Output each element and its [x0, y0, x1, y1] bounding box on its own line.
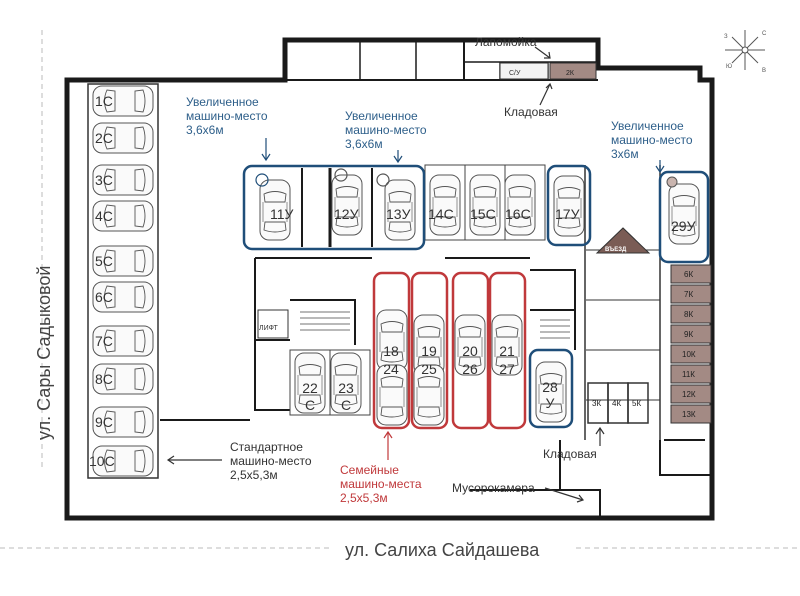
spot-23-type: С — [341, 397, 351, 413]
compass-e: В — [762, 68, 766, 74]
legend-enlarged-3-line2: машино-место — [611, 133, 693, 147]
spot-29u: 29У — [671, 218, 696, 234]
legend-enlarged-1-line1: Увеличенное — [186, 95, 259, 109]
spot-23-num: 23 — [338, 380, 354, 396]
spot-26: 26 — [462, 361, 478, 377]
compass-icon — [725, 30, 765, 70]
spot-19: 19 — [421, 343, 437, 359]
wheelchair-icon — [255, 173, 269, 187]
storage-4k: 4К — [612, 399, 621, 408]
entry-arrow — [595, 227, 651, 254]
kladovaya-top-label: Кладовая — [504, 105, 558, 119]
compass-n: С — [762, 31, 767, 37]
storage-12k: 12К — [682, 390, 696, 399]
spot-24: 24 — [383, 361, 399, 377]
left-parking-column — [87, 83, 159, 479]
enlarged-frame-11-13 — [242, 164, 426, 251]
outer-walls — [64, 37, 715, 521]
spot-7c: 7С — [95, 333, 113, 349]
legend-enlarged-1-line3: 3,6х6м — [186, 123, 224, 137]
enlarged-frame-29 — [658, 170, 710, 264]
lift-shaft — [257, 309, 289, 339]
spot-28-type: У — [546, 395, 555, 411]
spot-27: 27 — [499, 361, 515, 377]
storage-13k: 13К — [682, 410, 696, 419]
spot-2c: 2С — [95, 130, 113, 146]
storage-9k: 9К — [684, 330, 693, 339]
su-room — [499, 62, 549, 80]
legend-enlarged-2-line3: 3,6х6м — [345, 137, 383, 151]
spot-4c: 4С — [95, 208, 113, 224]
legend-enlarged-1-line2: машино-место — [186, 109, 268, 123]
family-frame-21-27 — [488, 271, 527, 430]
inner-walls — [160, 257, 712, 518]
spot-5c: 5С — [95, 253, 113, 269]
storage-right-column — [670, 264, 712, 424]
spot-6c: 6С — [95, 289, 113, 305]
wheelchair-icon — [666, 176, 678, 188]
storage-2k-label: 2К — [566, 70, 575, 77]
spot-15c: 15С — [470, 206, 496, 222]
storage-6k: 6К — [684, 270, 693, 279]
legend-enlarged-2-line1: Увеличенное — [345, 109, 418, 123]
family-frame-18-24 — [372, 271, 411, 430]
storage-10k: 10К — [682, 350, 696, 359]
stairs — [300, 311, 570, 339]
lift-label: ЛИФТ — [259, 325, 279, 332]
musorokamera-label: Мусорокамера — [452, 481, 535, 495]
legend-enlarged-3-line1: Увеличенное — [611, 119, 684, 133]
legend-standard-line3: 2,5х5,3м — [230, 468, 278, 482]
legend-family-line1: Семейные — [340, 463, 399, 477]
compass-s: Ю — [726, 64, 732, 70]
storage-8k: 8К — [684, 310, 693, 319]
legend-standard-line2: машино-место — [230, 454, 312, 468]
spot-1c: 1С — [95, 93, 113, 109]
spot-3c: 3С — [95, 172, 113, 188]
su-label: С/У — [509, 70, 521, 77]
spot-14c: 14С — [428, 206, 454, 222]
spot-17u: 17У — [555, 206, 580, 222]
spot-18: 18 — [383, 343, 399, 359]
street-bottom: ул. Салиха Сайдашева — [345, 540, 540, 560]
family-frame-19-25 — [410, 271, 449, 430]
spot-12u: 12У — [334, 206, 359, 222]
kladovaya-bottom-label: Кладовая — [543, 447, 597, 461]
storage-5k: 5К — [632, 399, 641, 408]
wheelchair-icon — [376, 173, 390, 187]
spot-28-num: 28 — [542, 379, 558, 395]
spot-22-num: 22 — [302, 380, 318, 396]
street-left: ул. Сары Садыковой — [34, 266, 54, 440]
enlarged-frame-28 — [528, 348, 574, 429]
legend-family-line2: машино-места — [340, 477, 422, 491]
spot-10c: 10С — [89, 453, 115, 469]
compass-w: З — [724, 34, 728, 40]
spot-13u: 13У — [386, 206, 411, 222]
spot-16c: 16С — [505, 206, 531, 222]
storage-2k — [549, 62, 597, 80]
lapomoyka-label: Лапомойка — [475, 35, 537, 49]
spot-11u: 11У — [270, 206, 294, 222]
storage-7k: 7К — [684, 290, 693, 299]
storage-3k: 3К — [592, 399, 601, 408]
spot-25: 25 — [421, 361, 437, 377]
spot-9c: 9С — [95, 414, 113, 430]
storage-11k: 11К — [682, 370, 695, 379]
legend-standard-line1: Стандартное — [230, 440, 303, 454]
spot-8c: 8С — [95, 371, 113, 387]
family-frame-20-26 — [451, 271, 490, 430]
vezd-label: ВЪЕЗД — [605, 247, 627, 253]
spot-20: 20 — [462, 343, 478, 359]
storage-bottom — [587, 382, 649, 424]
enlarged-frame-17 — [546, 164, 592, 247]
legend-enlarged-3-line3: 3х6м — [611, 147, 639, 161]
legend-family-line3: 2,5х5,3м — [340, 491, 388, 505]
spot-22-type: С — [305, 397, 315, 413]
spot-21: 21 — [499, 343, 515, 359]
legend-enlarged-2-line2: машино-место — [345, 123, 427, 137]
wheelchair-icon — [334, 168, 348, 182]
callout-arrows — [166, 46, 665, 503]
